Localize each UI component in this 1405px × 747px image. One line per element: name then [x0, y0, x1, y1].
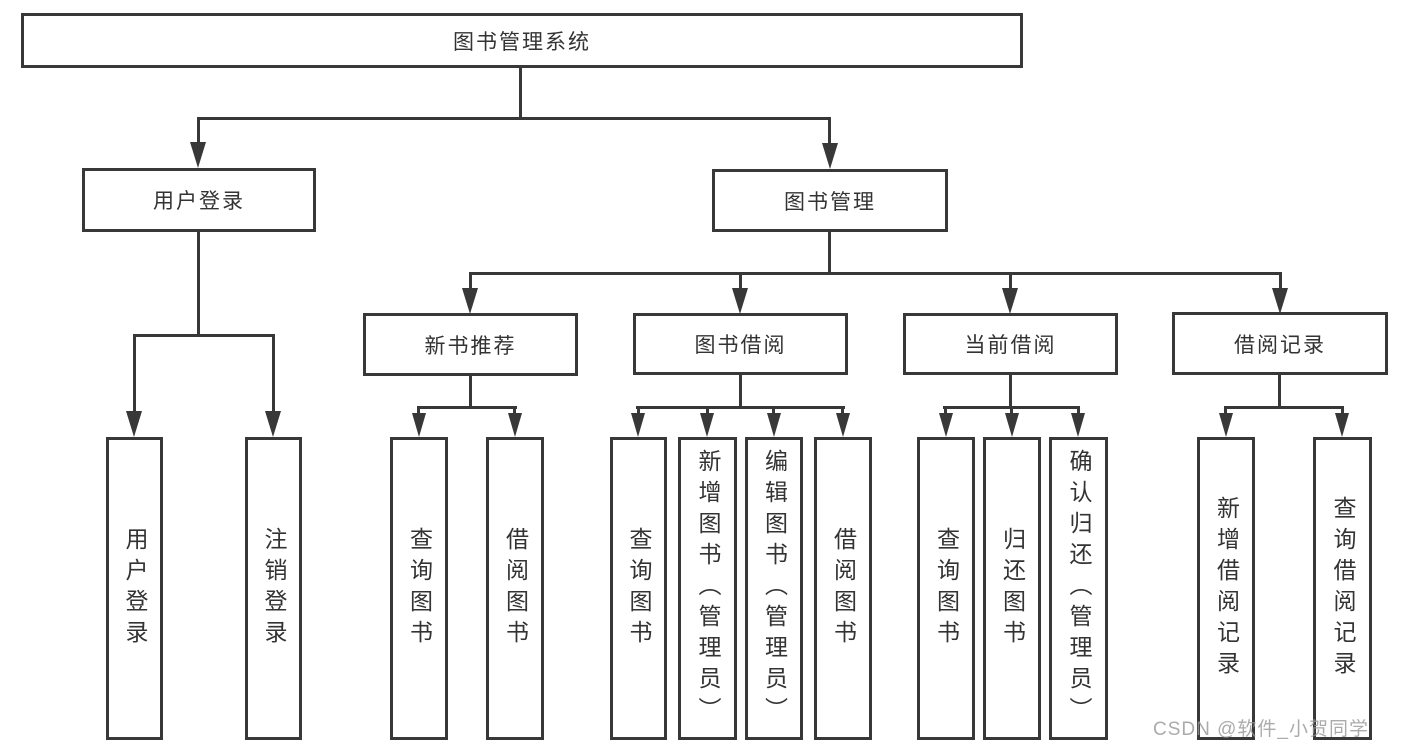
connector-drop-leaf-logout [272, 334, 275, 412]
connector-drop [1224, 406, 1227, 416]
arrowhead-icon [1071, 413, 1085, 437]
node-label: 新书推荐 [424, 334, 517, 358]
arrowhead-icon [1219, 413, 1233, 437]
leaf-label: 新增图书（管理员） [695, 449, 721, 728]
leaf-label: 查询图书 [406, 526, 433, 651]
arrowhead-icon [822, 143, 838, 169]
node-label: 图书管理 [784, 190, 876, 214]
leaf-label: 新增借阅记录 [1213, 495, 1240, 682]
connector-borrow-records-stem [1278, 375, 1281, 408]
node-label: 图书管理系统 [453, 30, 591, 54]
leaf-label: 查询借阅记录 [1330, 495, 1356, 682]
leaf-label: 确认归还（管理员） [1066, 449, 1092, 728]
connector-root-bus [197, 117, 831, 120]
arrowhead-icon [1272, 288, 1288, 314]
connector-drop [637, 406, 640, 416]
connector-drop [417, 406, 420, 416]
leaf-label: 查询图书 [933, 526, 960, 651]
connector-book-management-stem [828, 232, 831, 275]
node-label: 借阅记录 [1234, 333, 1326, 357]
leaf-label: 用户登录 [122, 526, 148, 651]
connector-book-borrow-bus [636, 406, 845, 409]
leaf-label: 编辑图书（管理员） [761, 449, 788, 728]
connector-drop [513, 406, 516, 416]
leaf-add-books-admin: 新增图书（管理员） [678, 437, 737, 740]
connector-drop [1341, 406, 1344, 416]
arrowhead-icon [190, 142, 206, 168]
leaf-confirm-return-admin: 确认归还（管理员） [1049, 437, 1108, 740]
leaf-query-books-current: 查询图书 [917, 437, 975, 740]
connector-drop [706, 406, 709, 416]
arrowhead-icon [1005, 413, 1019, 437]
leaf-borrow-books-recommend: 借阅图书 [486, 437, 544, 740]
leaf-label: 查询图书 [626, 526, 652, 651]
node-label: 当前借阅 [964, 334, 1057, 357]
arrowhead-icon [767, 413, 781, 437]
arrowhead-icon [412, 413, 426, 437]
connector-drop-book-management [828, 117, 831, 147]
node-book-management: 图书管理 [712, 169, 948, 232]
leaf-borrow-books: 借阅图书 [814, 437, 872, 740]
arrowhead-icon [836, 413, 850, 437]
node-new-book-recommend: 新书推荐 [363, 313, 578, 376]
connector-root-stem [519, 68, 522, 120]
leaf-user-login: 用户登录 [106, 437, 163, 740]
connector-borrow-records-bus [1224, 406, 1344, 409]
node-current-borrow: 当前借阅 [903, 313, 1118, 375]
leaf-label: 借阅图书 [502, 526, 529, 651]
leaf-add-borrow-record: 新增借阅记录 [1197, 437, 1255, 740]
node-book-borrow: 图书借阅 [633, 313, 848, 375]
leaf-query-books-recommend: 查询图书 [390, 437, 448, 740]
connector-drop [841, 406, 844, 416]
leaf-edit-books-admin: 编辑图书（管理员） [745, 437, 803, 740]
connector-drop [772, 406, 775, 416]
connector-drop [1077, 406, 1080, 416]
node-label: 用户登录 [153, 190, 245, 213]
arrowhead-icon [939, 413, 953, 437]
connector-drop-borrow-records [1279, 272, 1282, 290]
arrowhead-icon [631, 413, 645, 437]
arrowhead-icon [1335, 413, 1349, 437]
arrowhead-icon [700, 413, 714, 437]
connector-drop-book-borrow [739, 272, 742, 290]
connector-current-borrow-stem [1009, 375, 1012, 409]
connector-book-management-bus [469, 272, 1282, 275]
connector-drop [944, 406, 947, 416]
connector-drop-new-book [469, 272, 472, 290]
connector-new-book-bus [417, 406, 517, 409]
connector-drop-user-login [197, 117, 200, 147]
csdn-watermark: CSDN @软件_小贺同学 [1153, 719, 1369, 740]
node-label: 图书借阅 [694, 334, 787, 357]
arrowhead-icon [1002, 288, 1018, 314]
arrowhead-icon [732, 288, 748, 314]
node-library-management-system: 图书管理系统 [21, 13, 1023, 68]
leaf-label: 借阅图书 [830, 526, 857, 651]
leaf-return-books: 归还图书 [983, 437, 1041, 740]
arrowhead-icon [462, 288, 478, 314]
leaf-query-borrow-record: 查询借阅记录 [1313, 437, 1372, 740]
connector-user-login-stem [197, 232, 200, 337]
leaf-label: 归还图书 [999, 526, 1026, 651]
arrowhead-icon [265, 411, 281, 437]
node-borrow-records: 借阅记录 [1172, 312, 1388, 375]
arrowhead-icon [126, 411, 142, 437]
connector-drop-current-borrow [1009, 272, 1012, 290]
leaf-label: 注销登录 [261, 526, 287, 651]
leaf-logout: 注销登录 [245, 437, 302, 740]
connector-new-book-stem [469, 376, 472, 409]
connector-book-borrow-stem [739, 375, 742, 409]
node-user-login: 用户登录 [82, 168, 316, 232]
connector-user-login-bus [133, 334, 275, 337]
leaf-query-books-borrow: 查询图书 [610, 437, 667, 740]
arrowhead-icon [508, 413, 522, 437]
connector-drop-leaf-login [133, 334, 136, 412]
connector-drop [1010, 406, 1013, 416]
